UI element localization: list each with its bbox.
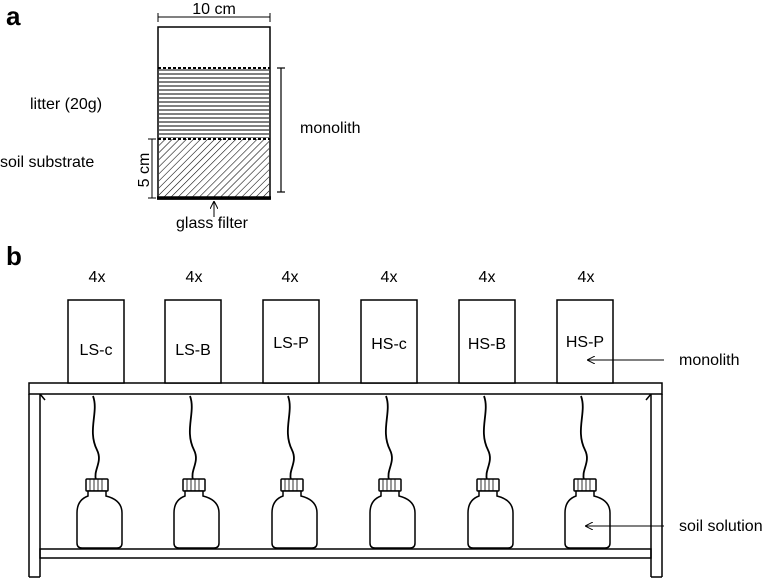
replicate-count: 4x (282, 269, 299, 286)
collection-bottle (467, 478, 514, 549)
monolith-box (556, 299, 614, 384)
panel-b-letter: b (6, 241, 22, 271)
monolith-box (262, 299, 320, 384)
treatment-label: HS-B (468, 336, 506, 353)
panel-a-letter: a (6, 1, 21, 31)
monolith-box (360, 299, 418, 384)
collection-bottle (271, 478, 318, 549)
replicate-count: 4x (186, 269, 203, 286)
monolith-label-a: monolith (300, 120, 360, 137)
soil-layer (159, 139, 269, 198)
monolith-box (164, 299, 222, 384)
panel-b: b 4x LS-c (6, 241, 763, 578)
monolith-bracket (277, 67, 285, 193)
column-ls-p: 4x LS-P (262, 269, 320, 549)
tubing (189, 395, 197, 481)
replicate-count: 4x (479, 269, 496, 286)
tubing (385, 395, 393, 481)
soil-solution-label: soil solution (679, 518, 763, 535)
column-hs-c: 4x HS-c (360, 269, 418, 549)
replicate-count: 4x (578, 269, 595, 286)
collection-bottle (173, 478, 220, 549)
rack-top-shelf (28, 382, 663, 395)
column-hs-b: 4x HS-B (458, 269, 516, 549)
column-hs-p: 4x HS-P (556, 269, 614, 549)
tubing (287, 395, 295, 481)
replicate-count: 4x (381, 269, 398, 286)
tubing (92, 395, 100, 481)
soil-substrate-label: soil substrate (0, 154, 94, 171)
treatment-label: LS-P (273, 335, 309, 352)
replicate-count: 4x (89, 269, 106, 286)
collection-bottle (369, 478, 416, 549)
glass-filter-label: glass filter (176, 215, 249, 232)
rack-frame (28, 382, 663, 578)
column-ls-b: 4x LS-B (164, 269, 222, 549)
collection-bottle (76, 478, 123, 549)
height-dimension: 5 cm (136, 138, 156, 199)
litter-layer (159, 68, 269, 138)
monolith-label-b: monolith (679, 352, 739, 369)
tubing (580, 395, 588, 481)
treatment-label: LS-B (175, 342, 211, 359)
width-dimension: 10 cm (157, 1, 271, 22)
treatment-label: HS-P (566, 334, 604, 351)
collection-bottle (564, 478, 611, 549)
treatment-label: HS-c (371, 336, 407, 353)
tubing (483, 395, 491, 481)
treatment-label: LS-c (80, 342, 113, 359)
height-label: 5 cm (136, 153, 153, 188)
panel-a: a 10 cm 5 cm l (0, 1, 360, 232)
litter-label: litter (20g) (30, 96, 102, 113)
monolith-column (157, 26, 271, 200)
monolith-box (67, 299, 125, 384)
monolith-box (458, 299, 516, 384)
rack-bottom-shelf (39, 548, 652, 559)
column-ls-c: 4x LS-c (67, 269, 125, 549)
width-label: 10 cm (192, 1, 236, 18)
